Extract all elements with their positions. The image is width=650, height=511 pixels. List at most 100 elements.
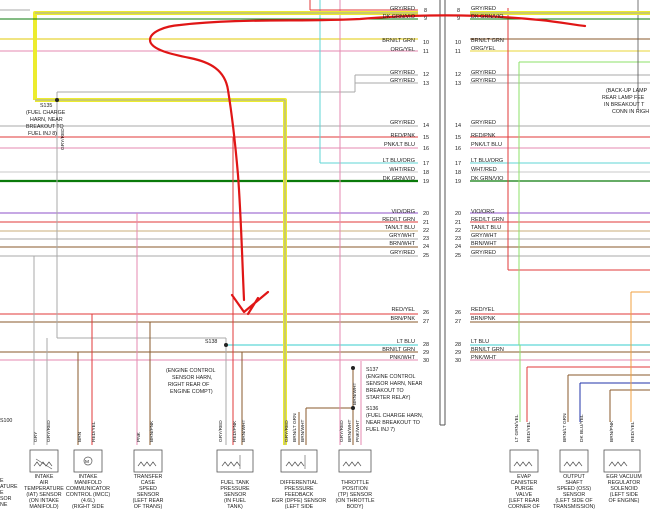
svg-text:RED/PNK: RED/PNK	[471, 133, 496, 139]
svg-text:ORG/YEL: ORG/YEL	[471, 46, 495, 52]
svg-text:27: 27	[423, 319, 429, 325]
svg-text:GRY/RED: GRY/RED	[471, 120, 496, 126]
component-symbols: M	[29, 449, 641, 473]
left-wire-labels: GRY/RED DK GRN/VIO BRN/LT GRN ORG/YEL GR…	[382, 6, 416, 361]
svg-text:28: 28	[455, 342, 461, 348]
svg-text:(IAT) SENSOR: (IAT) SENSOR	[26, 492, 61, 498]
svg-text:REGULATOR: REGULATOR	[608, 480, 641, 486]
iat-sensor-symbol	[29, 449, 59, 473]
splice-s137-label: S137 (ENGINE CONTROL SENSOR HARN, NEAR B…	[366, 367, 423, 401]
svg-text:BRN/LT GRN: BRN/LT GRN	[292, 413, 298, 442]
svg-text:SPEED: SPEED	[139, 486, 157, 492]
svg-text:INTAKE: INTAKE	[35, 474, 54, 480]
fuel-tank-pressure-label: FUEL TANK PRESSURE SENSOR (IN FUEL TANK)	[220, 480, 250, 510]
svg-text:NEAR BREAKOUT TO: NEAR BREAKOUT TO	[366, 420, 420, 426]
iat-sensor-label: INTAKE AIR TEMPERATURE (IAT) SENSOR (ON …	[24, 474, 64, 510]
svg-text:FUEL INJ 8): FUEL INJ 8)	[28, 131, 57, 137]
svg-text:FEEDBACK: FEEDBACK	[285, 492, 314, 498]
svg-text:23: 23	[455, 236, 461, 242]
evap-label: EVAP CANISTER PURGE VALVE (LEFT REAR COR…	[508, 474, 541, 510]
svg-text:BRN/PNK: BRN/PNK	[149, 420, 155, 442]
svg-text:GRY/RED: GRY/RED	[471, 6, 496, 12]
svg-text:26: 26	[455, 310, 461, 316]
svg-text:BRN/WHT: BRN/WHT	[347, 420, 353, 442]
svg-text:SENSOR: SENSOR	[224, 492, 247, 498]
svg-text:SHAFT: SHAFT	[565, 480, 583, 486]
svg-text:INTAKE: INTAKE	[79, 474, 98, 480]
svg-text:DK BLU/YEL: DK BLU/YEL	[579, 414, 585, 442]
svg-text:BREAKOUT TO: BREAKOUT TO	[366, 388, 404, 394]
svg-text:EVAP: EVAP	[517, 474, 531, 480]
svg-text:29: 29	[455, 350, 461, 356]
svg-text:GRY/RED: GRY/RED	[218, 420, 224, 442]
svg-text:BRN/LT GRN: BRN/LT GRN	[471, 38, 504, 44]
svg-text:SENSOR: SENSOR	[563, 492, 586, 498]
svg-text:13: 13	[423, 81, 429, 87]
svg-text:RED/YEL: RED/YEL	[630, 421, 636, 442]
svg-text:26: 26	[423, 310, 429, 316]
svg-text:18: 18	[455, 170, 461, 176]
svg-text:CORNER OF: CORNER OF	[508, 504, 541, 510]
right-wire-group	[470, 38, 650, 361]
svg-text:RED/PNK: RED/PNK	[232, 420, 238, 442]
splice-s136-dot	[351, 406, 355, 410]
imcc-label: INTAKE MANIFOLD COMMUNICATOR CONTROL (IM…	[66, 474, 110, 510]
svg-text:(LEFT SIDE OF: (LEFT SIDE OF	[555, 498, 593, 504]
svg-text:SENSOR HARN,: SENSOR HARN,	[172, 375, 212, 381]
wire-label-17: LT BLU/ORG	[383, 158, 415, 164]
svg-text:BRN/WHT: BRN/WHT	[471, 241, 497, 247]
svg-text:TAN/LT BLU: TAN/LT BLU	[471, 225, 501, 231]
svg-text:(ENGINE CONTROL: (ENGINE CONTROL	[166, 368, 215, 374]
svg-text:12: 12	[423, 72, 429, 78]
svg-text:(ON THROTTLE: (ON THROTTLE	[335, 498, 375, 504]
svg-text:SOLENOID: SOLENOID	[610, 486, 638, 492]
svg-text:FUEL TANK: FUEL TANK	[221, 480, 250, 486]
svg-text:POSITION: POSITION	[342, 486, 367, 492]
splice-s136-label: S136 (FUEL CHARGE HARN, NEAR BREAKOUT TO…	[366, 406, 423, 433]
svg-text:24: 24	[423, 244, 429, 250]
svg-text:(ON INTAKE: (ON INTAKE	[29, 498, 59, 504]
svg-text:OF ENGINE): OF ENGINE)	[609, 498, 640, 504]
wire-label-19: DK GRN/VIO	[383, 176, 416, 182]
left-edge-fragment: E ATURE E SOR NE	[0, 478, 18, 508]
wire-label-13: GRY/RED	[390, 78, 415, 84]
imcc-symbol: M	[73, 449, 103, 473]
svg-text:21: 21	[423, 220, 429, 226]
svg-text:CONN IN RIGH: CONN IN RIGH	[612, 109, 649, 115]
svg-text:E: E	[0, 490, 4, 496]
svg-text:28: 28	[423, 342, 429, 348]
svg-text:BRN/PNK: BRN/PNK	[471, 316, 496, 322]
svg-text:17: 17	[423, 161, 429, 167]
svg-text:(IN FUEL: (IN FUEL	[224, 498, 246, 504]
svg-text:(FUEL CHARGE HARN,: (FUEL CHARGE HARN,	[366, 413, 423, 419]
vertical-wire-labels: GRY/RED GRY GRY/RED BRN RED/YEL PNK BRN/…	[33, 128, 636, 442]
svg-text:10: 10	[455, 40, 461, 46]
svg-text:TANK): TANK)	[227, 504, 243, 510]
svg-text:25: 25	[423, 253, 429, 259]
svg-text:DIFFERENTIAL: DIFFERENTIAL	[280, 480, 318, 486]
svg-text:RED/YEL: RED/YEL	[91, 421, 97, 442]
svg-text:30: 30	[455, 358, 461, 364]
svg-text:THROTTLE: THROTTLE	[341, 480, 369, 486]
svg-text:GRY: GRY	[33, 431, 39, 442]
svg-text:14: 14	[423, 123, 429, 129]
svg-text:GRY/RED: GRY/RED	[60, 128, 66, 150]
svg-text:CANISTER: CANISTER	[511, 480, 538, 486]
wire-label-21: RED/LT GRN	[382, 217, 415, 223]
svg-text:12: 12	[455, 72, 461, 78]
svg-text:BRN/LT GRN: BRN/LT GRN	[562, 413, 568, 442]
svg-text:RIGHT REAR OF: RIGHT REAR OF	[168, 382, 210, 388]
svg-text:NE: NE	[0, 502, 8, 508]
svg-text:GRY/RED: GRY/RED	[284, 420, 290, 442]
svg-text:GRY/WHT: GRY/WHT	[471, 233, 498, 239]
wire-label-14: GRY/RED	[390, 120, 415, 126]
fuel-tank-pressure-sensor-symbol	[216, 449, 254, 473]
wire-label-22: TAN/LT BLU	[385, 225, 415, 231]
svg-text:TRANSMISSION): TRANSMISSION)	[553, 504, 595, 510]
svg-text:24: 24	[455, 244, 461, 250]
wire-label-28: LT BLU	[397, 339, 415, 345]
svg-text:HARN, NEAR: HARN, NEAR	[30, 117, 63, 123]
svg-text:SOR: SOR	[0, 496, 12, 502]
